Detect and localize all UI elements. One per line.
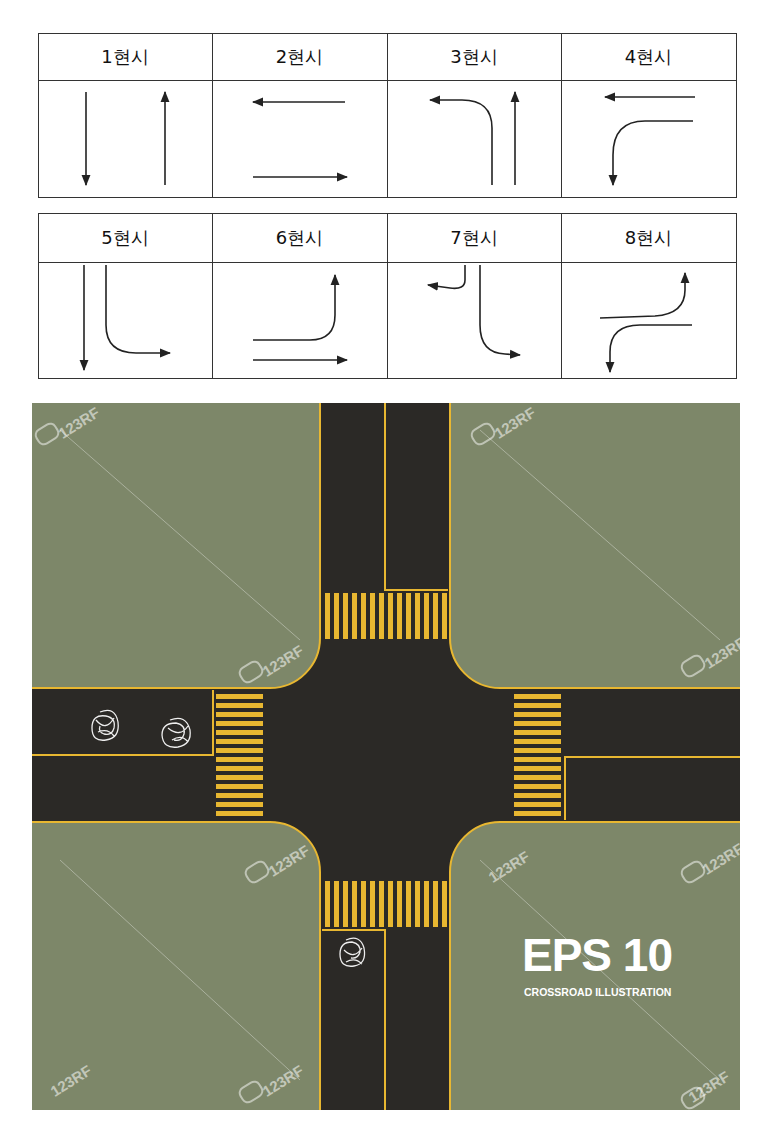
crossroad-illustration: [32, 403, 740, 1110]
illustration-caption: CROSSROAD ILLUSTRATION: [524, 985, 671, 999]
phase-table: [38, 33, 737, 379]
phase-header: 4현시: [561, 45, 736, 69]
phase-arrows: [84, 92, 695, 372]
phase-header: 5현시: [38, 226, 212, 250]
car-scribbles: [92, 710, 365, 966]
phase-header: 2현시: [212, 45, 387, 69]
eps-title: EPS 10: [522, 930, 672, 980]
phase-header: 1현시: [38, 45, 212, 69]
phase-header: 8현시: [561, 226, 736, 250]
phase-header: 7현시: [387, 226, 561, 250]
phase-header: 3현시: [387, 45, 561, 69]
phase-header: 6현시: [212, 226, 387, 250]
